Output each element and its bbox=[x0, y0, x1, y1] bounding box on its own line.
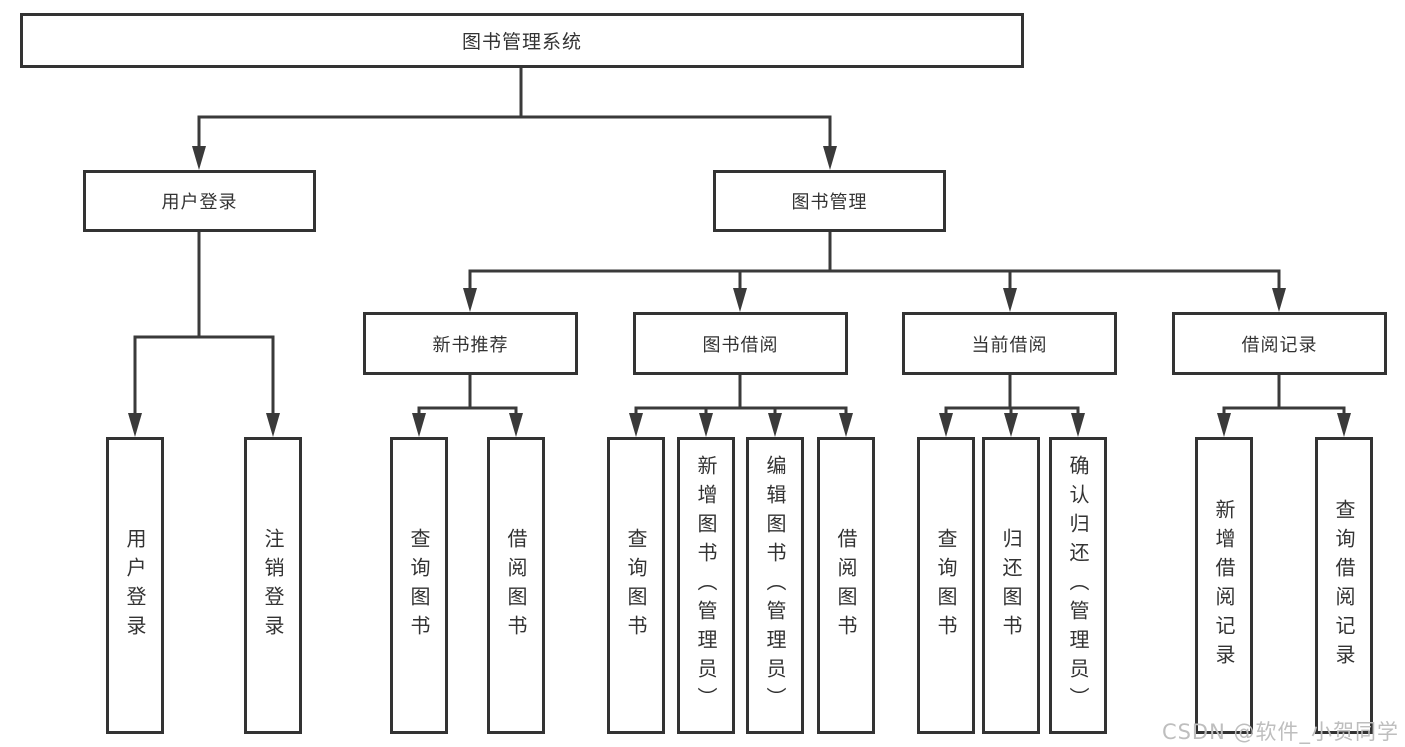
arrowheads bbox=[128, 146, 1351, 437]
node-label: 当前借阅 bbox=[971, 334, 1048, 356]
node-label: 图书管理 bbox=[791, 192, 868, 213]
leaf-query-books-2: 查询图书 bbox=[607, 437, 665, 734]
leaf-label: 注销登录 bbox=[261, 527, 285, 644]
leaf-label: 查询借阅记录 bbox=[1332, 498, 1356, 673]
leaf-borrow-books-2: 借阅图书 bbox=[817, 437, 875, 734]
leaf-return-books: 归还图书 bbox=[982, 437, 1040, 734]
leaf-query-books-1: 查询图书 bbox=[390, 437, 448, 734]
node-new-book-recommend: 新书推荐 bbox=[363, 312, 578, 375]
node-label: 图书借阅 bbox=[702, 334, 779, 356]
leaf-confirm-return-admin: 确认归还（管理员） bbox=[1049, 437, 1107, 734]
leaf-label: 查询图书 bbox=[624, 527, 648, 644]
node-user-login: 用户登录 bbox=[83, 170, 316, 232]
leaf-label: 借阅图书 bbox=[834, 527, 858, 644]
leaf-logout: 注销登录 bbox=[244, 437, 302, 734]
csdn-watermark: CSDN @软件_小贺同学 bbox=[1161, 720, 1399, 744]
node-borrow-records: 借阅记录 bbox=[1172, 312, 1387, 375]
leaf-user-login: 用户登录 bbox=[106, 437, 164, 734]
leaf-label: 用户登录 bbox=[123, 527, 147, 644]
leaf-label: 查询图书 bbox=[407, 527, 431, 644]
node-label: 用户登录 bbox=[161, 192, 238, 213]
leaf-label: 归还图书 bbox=[999, 527, 1023, 644]
leaf-label: 编辑图书（管理员） bbox=[763, 455, 787, 716]
leaf-add-borrow-record: 新增借阅记录 bbox=[1195, 437, 1253, 734]
leaf-query-borrow-record: 查询借阅记录 bbox=[1315, 437, 1373, 734]
leaf-add-books-admin: 新增图书（管理员） bbox=[677, 437, 735, 734]
node-label: 借阅记录 bbox=[1241, 334, 1318, 356]
leaf-label: 确认归还（管理员） bbox=[1066, 455, 1090, 716]
node-book-borrow: 图书借阅 bbox=[633, 312, 848, 375]
leaf-edit-books-admin: 编辑图书（管理员） bbox=[746, 437, 804, 734]
leaf-label: 借阅图书 bbox=[504, 527, 528, 644]
node-label: 图书管理系统 bbox=[461, 31, 582, 53]
node-current-borrow: 当前借阅 bbox=[902, 312, 1117, 375]
leaf-label: 新增借阅记录 bbox=[1212, 498, 1236, 673]
node-label: 新书推荐 bbox=[432, 334, 509, 356]
node-system-root: 图书管理系统 bbox=[20, 13, 1024, 68]
leaf-query-books-3: 查询图书 bbox=[917, 437, 975, 734]
node-book-management: 图书管理 bbox=[713, 170, 946, 232]
leaf-label: 新增图书（管理员） bbox=[694, 455, 718, 716]
leaf-borrow-books-1: 借阅图书 bbox=[487, 437, 545, 734]
leaf-label: 查询图书 bbox=[934, 527, 958, 644]
